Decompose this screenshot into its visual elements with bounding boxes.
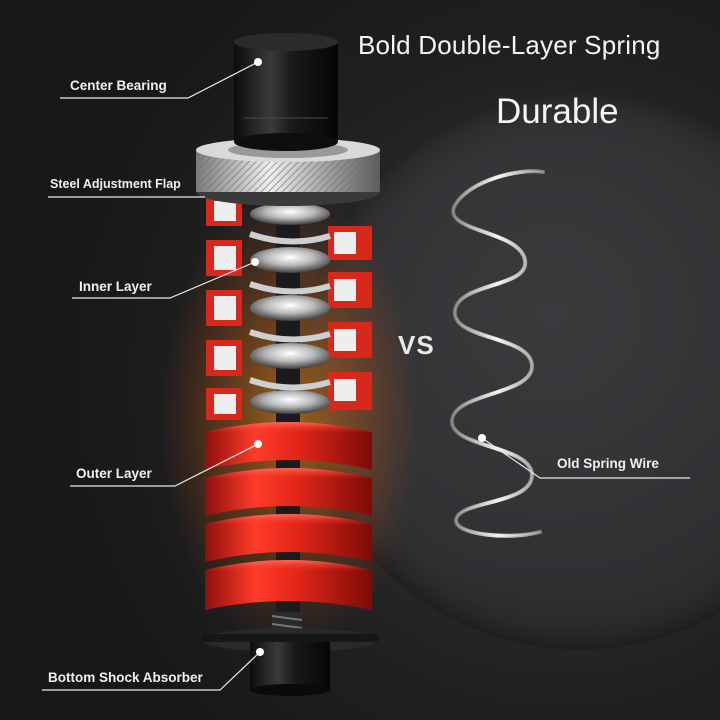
bottom-shock-absorber-part — [202, 612, 378, 696]
headline-subtitle: Durable — [496, 92, 619, 131]
callout-old-spring-wire: Old Spring Wire — [557, 456, 659, 471]
callout-lines — [42, 61, 690, 691]
inner-layer-spring — [249, 203, 331, 414]
callout-center-bearing: Center Bearing — [70, 78, 167, 93]
outer-layer-spring — [205, 422, 372, 610]
callout-dots — [251, 58, 486, 656]
outer-layer-cutaway — [206, 196, 372, 420]
headline-title: Bold Double-Layer Spring — [358, 30, 661, 60]
old-spring-wire-part — [450, 169, 545, 538]
vs-label: VS — [398, 330, 435, 360]
center-bearing-cap — [234, 33, 338, 151]
callout-bottom-shock-absorber: Bottom Shock Absorber — [48, 670, 203, 685]
callout-outer-layer: Outer Layer — [76, 466, 152, 481]
callout-steel-adjustment-flap: Steel Adjustment Flap — [50, 177, 181, 191]
callout-inner-layer: Inner Layer — [79, 279, 152, 294]
